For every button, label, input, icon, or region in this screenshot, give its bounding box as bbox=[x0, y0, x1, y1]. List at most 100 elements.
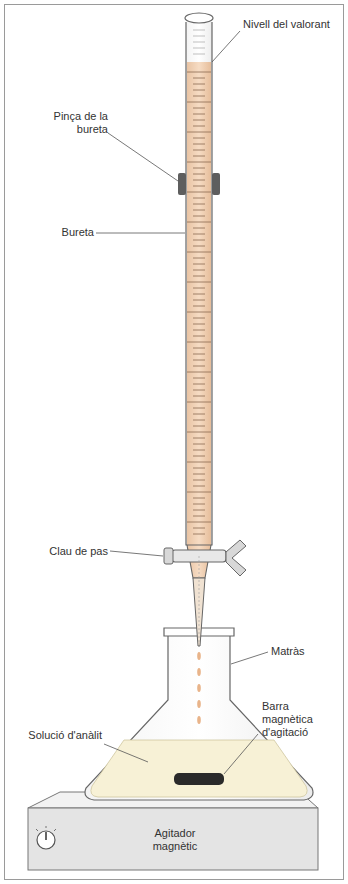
graduation bbox=[193, 360, 205, 361]
graduation bbox=[187, 432, 211, 433]
graduation bbox=[187, 282, 211, 283]
graduation bbox=[187, 372, 211, 373]
graduation bbox=[193, 150, 205, 151]
graduation bbox=[193, 198, 205, 199]
graduation bbox=[193, 108, 205, 109]
part-label: Nivell del valorant bbox=[243, 18, 333, 31]
stirrer-front bbox=[28, 808, 318, 870]
graduation bbox=[193, 396, 205, 397]
graduation bbox=[193, 120, 205, 121]
graduation bbox=[187, 342, 211, 343]
graduation bbox=[193, 174, 205, 175]
graduation bbox=[193, 204, 205, 205]
graduation bbox=[193, 534, 205, 535]
graduation bbox=[193, 180, 205, 181]
graduation bbox=[193, 336, 205, 337]
part-label: Pinça de la bureta bbox=[20, 110, 108, 136]
leader-lines bbox=[96, 31, 268, 774]
part-label: Matràs bbox=[271, 645, 341, 658]
graduation bbox=[193, 48, 205, 49]
graduation bbox=[193, 240, 205, 241]
graduation bbox=[193, 324, 205, 325]
graduation bbox=[193, 30, 205, 31]
graduation bbox=[193, 378, 205, 379]
graduation bbox=[193, 426, 205, 427]
graduation bbox=[193, 234, 205, 235]
graduation bbox=[193, 228, 205, 229]
graduation bbox=[187, 132, 211, 133]
titrant bbox=[187, 62, 211, 545]
graduation bbox=[193, 264, 205, 265]
graduation bbox=[193, 516, 205, 517]
graduation bbox=[187, 492, 211, 493]
graduation bbox=[193, 414, 205, 415]
graduation bbox=[193, 246, 205, 247]
graduation bbox=[193, 90, 205, 91]
graduation bbox=[187, 462, 211, 463]
graduation bbox=[193, 270, 205, 271]
graduation bbox=[193, 348, 205, 349]
burette-clamp bbox=[178, 173, 186, 195]
graduation bbox=[193, 486, 205, 487]
graduation bbox=[193, 156, 205, 157]
graduation bbox=[193, 138, 205, 139]
frame bbox=[5, 5, 344, 880]
graduation bbox=[187, 192, 211, 193]
drops bbox=[197, 652, 201, 724]
stirrer-dial bbox=[37, 831, 55, 849]
graduation bbox=[193, 318, 205, 319]
graduation bbox=[193, 96, 205, 97]
graduation bbox=[193, 126, 205, 127]
graduation bbox=[193, 444, 205, 445]
graduation bbox=[193, 354, 205, 355]
graduation bbox=[193, 456, 205, 457]
graduation bbox=[187, 72, 211, 73]
part-label: Bureta bbox=[20, 226, 94, 239]
graduation bbox=[193, 498, 205, 499]
graduation bbox=[193, 78, 205, 79]
graduation bbox=[193, 300, 205, 301]
graduation bbox=[193, 480, 205, 481]
graduation bbox=[193, 114, 205, 115]
stirrer-label-area: Agitador magnètic bbox=[100, 818, 250, 862]
graduation bbox=[187, 162, 211, 163]
graduation bbox=[187, 252, 211, 253]
graduation bbox=[193, 36, 205, 37]
graduation bbox=[193, 216, 205, 217]
graduation bbox=[193, 450, 205, 451]
graduation bbox=[193, 294, 205, 295]
burette-tube bbox=[186, 22, 212, 545]
graduation bbox=[193, 510, 205, 511]
graduation bbox=[193, 468, 205, 469]
part-label: Barra magnètica d'agitació bbox=[262, 700, 342, 739]
graduation bbox=[193, 84, 205, 85]
graduation bbox=[193, 42, 205, 43]
graduation bbox=[193, 144, 205, 145]
graduation bbox=[193, 408, 205, 409]
part-label: Clau de pas bbox=[20, 545, 108, 558]
graduation bbox=[193, 528, 205, 529]
graduation bbox=[193, 276, 205, 277]
graduation bbox=[193, 186, 205, 187]
graduation bbox=[193, 420, 205, 421]
device-label: Agitador magnètic bbox=[140, 827, 210, 853]
graduation bbox=[193, 54, 205, 55]
graduation bbox=[187, 402, 211, 403]
graduation bbox=[193, 390, 205, 391]
graduation bbox=[193, 210, 205, 211]
graduation bbox=[193, 438, 205, 439]
graduation bbox=[187, 222, 211, 223]
graduation bbox=[193, 288, 205, 289]
graduation bbox=[193, 474, 205, 475]
graduation bbox=[193, 330, 205, 331]
graduation bbox=[187, 102, 211, 103]
graduation bbox=[193, 366, 205, 367]
graduation bbox=[187, 312, 211, 313]
part-label: Solució d'anàlit bbox=[20, 729, 102, 742]
stir-bar bbox=[174, 773, 224, 785]
graduation bbox=[193, 168, 205, 169]
graduation bbox=[193, 504, 205, 505]
